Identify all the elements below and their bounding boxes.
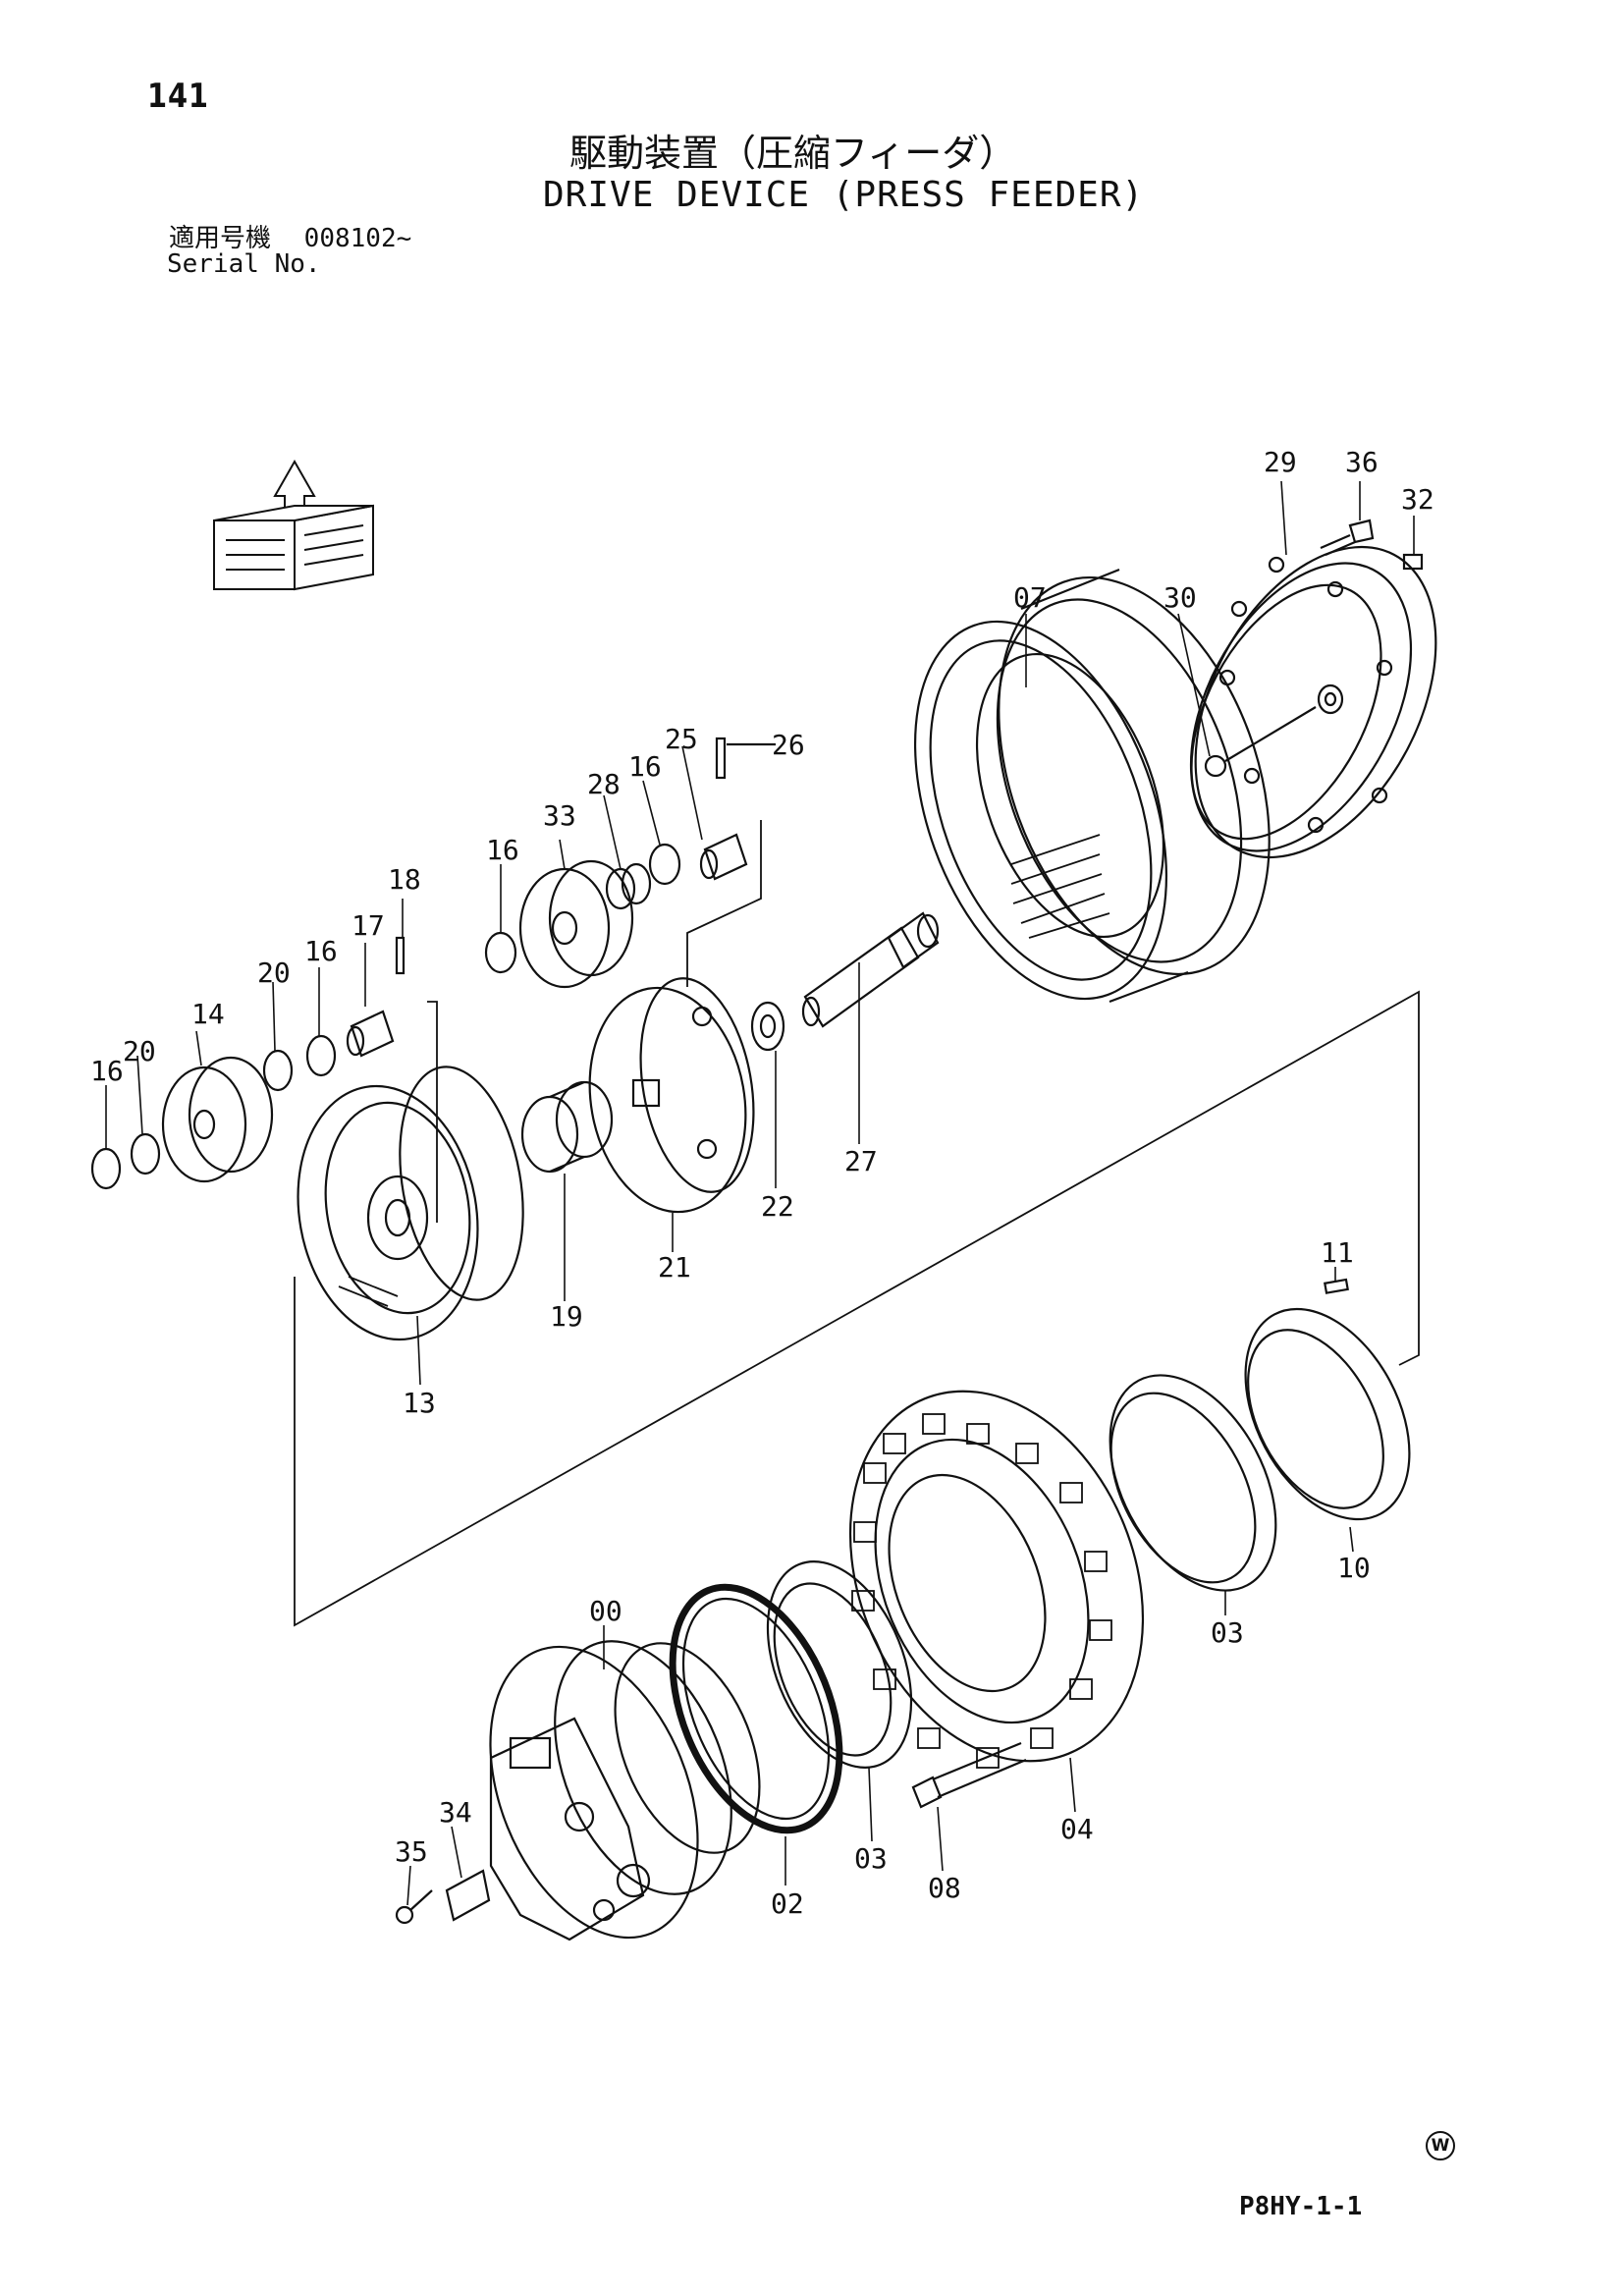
callout-22: 22: [761, 1190, 794, 1223]
callout-11: 11: [1321, 1236, 1354, 1269]
title-english: DRIVE DEVICE (PRESS FEEDER): [543, 175, 1145, 215]
callout-27: 27: [844, 1145, 878, 1177]
page-number: 141: [147, 77, 209, 116]
callout-20b: 20: [123, 1035, 156, 1067]
callout-14: 14: [191, 998, 225, 1030]
part-08-bolt: [911, 1741, 1027, 1809]
direction-arrows-icon: [213, 459, 374, 591]
callout-16c: 16: [304, 935, 338, 967]
part-20-bearing-a: [130, 1132, 161, 1175]
part-07-housing: [914, 568, 1271, 1004]
part-29-cover: [1189, 545, 1437, 859]
callout-16b: 16: [486, 834, 519, 866]
callout-36: 36: [1345, 446, 1379, 478]
part-21-carrier: [588, 977, 755, 1214]
leader-lines: [105, 480, 1415, 1906]
callout-19: 19: [550, 1300, 583, 1333]
part-25-pin: [699, 833, 748, 881]
callout-10: 10: [1337, 1552, 1371, 1584]
part-17-pin: [346, 1010, 395, 1058]
w-mark-icon: W: [1426, 2131, 1455, 2160]
callout-29: 29: [1264, 446, 1297, 478]
serial-info: 適用号機 008102~ Serial No.: [167, 224, 412, 279]
callout-07: 07: [1013, 581, 1047, 614]
part-27-shaft: [801, 911, 940, 1028]
part-13-carrier: [297, 1066, 524, 1341]
part-30-nut: [1204, 754, 1227, 778]
part-20-bearing-b: [262, 1049, 294, 1092]
part-04-hub: [848, 1390, 1145, 1769]
part-33-gear: [518, 859, 634, 989]
part-36-bolt: [1320, 519, 1375, 557]
part-18-roll-pin: [395, 936, 406, 975]
callout-33: 33: [543, 799, 576, 832]
part-26-roll-pin: [715, 737, 727, 780]
part-00-motor: [489, 1640, 761, 1941]
callout-03a: 03: [1211, 1616, 1244, 1649]
callout-28: 28: [587, 768, 621, 800]
callout-16a: 16: [628, 750, 662, 783]
part-16-washer-c: [90, 1147, 122, 1190]
part-03-bearing-a: [1109, 1374, 1277, 1592]
serial-label-jp: 適用号機: [169, 224, 272, 253]
callout-34: 34: [439, 1796, 472, 1829]
callout-04: 04: [1060, 1813, 1094, 1845]
callout-13: 13: [403, 1387, 436, 1419]
callout-35: 35: [395, 1835, 428, 1868]
callout-08: 08: [928, 1872, 961, 1904]
callout-25: 25: [665, 723, 698, 755]
part-14-gear: [161, 1056, 274, 1183]
callout-02: 02: [771, 1887, 804, 1920]
part-35-bolt: [395, 1889, 433, 1925]
part-03-bearing-b: [766, 1560, 913, 1769]
callout-30: 30: [1163, 581, 1197, 614]
title-japanese: 駆動装置（圧縮フィーダ）: [569, 132, 1017, 175]
part-22-washer: [750, 1001, 785, 1052]
part-16-washer-d: [305, 1034, 337, 1077]
serial-value: 008102~: [303, 224, 412, 253]
serial-label-en: Serial No.: [167, 249, 321, 279]
callout-21: 21: [658, 1251, 691, 1284]
callout-32: 32: [1401, 483, 1434, 516]
part-32-plug: [1402, 553, 1424, 571]
callout-26: 26: [772, 729, 805, 761]
callout-18: 18: [388, 863, 421, 896]
part-02-oring: [669, 1583, 843, 1834]
callout-labels: 29 36 32 07 30 25 26 28 16 33 16 18 17 1…: [90, 446, 1434, 1920]
assembly-lines: [294, 820, 1420, 1627]
callout-17: 17: [352, 909, 385, 942]
part-10-ring: [1244, 1307, 1411, 1521]
part-16-washer-a: [484, 931, 517, 974]
part-34-cover: [445, 1869, 491, 1922]
callout-00: 00: [589, 1595, 622, 1627]
callout-20a: 20: [257, 957, 291, 989]
callout-16d: 16: [90, 1055, 124, 1087]
footer-code: P8HY-1-1: [1239, 2192, 1363, 2221]
part-28-bearing: [605, 862, 652, 910]
callout-03b: 03: [854, 1842, 888, 1875]
part-11-pin: [1324, 1278, 1349, 1294]
part-19-gear: [520, 1080, 614, 1174]
part-16-washer-b: [648, 843, 681, 886]
